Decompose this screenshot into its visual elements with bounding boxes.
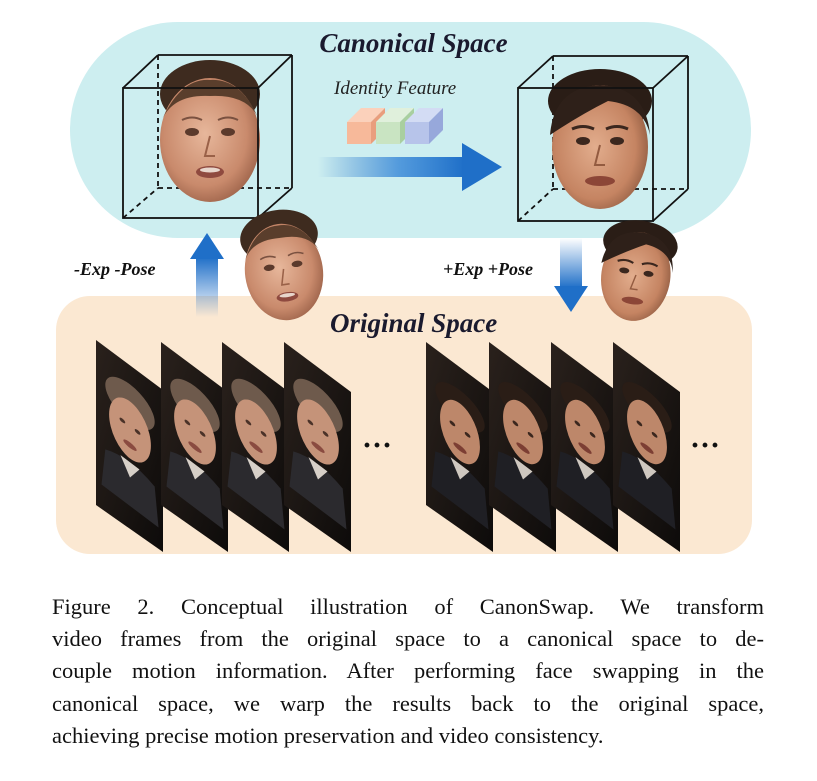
video-frame-icon	[96, 340, 163, 552]
source-frames-ellipsis: ···	[362, 429, 392, 462]
caption-line: achieving precise motion preservation an…	[52, 722, 604, 748]
swapped-frames-ellipsis: ···	[690, 429, 720, 462]
swapped-video-frames	[426, 342, 680, 552]
caption-line: canonical space, we warp the results bac…	[52, 690, 764, 716]
canonical-cube-frame	[122, 54, 293, 219]
video-frame-icon	[222, 342, 289, 552]
identity-feature-icon	[347, 108, 443, 144]
arrow-right-icon	[318, 143, 502, 191]
original-space-title: Original Space	[330, 308, 498, 338]
source-video-frames	[96, 340, 351, 552]
diagram-canvas: ··· ···	[56, 22, 752, 554]
video-frame-icon	[489, 342, 556, 552]
video-frame-icon	[613, 342, 680, 552]
caption-line: video frames from the original space to …	[52, 626, 764, 652]
figure-caption: Figure 2. Conceptual illustration of Can…	[52, 591, 764, 752]
arrow-up-icon	[190, 233, 224, 317]
inverse-transform-label: -Exp -Pose	[74, 259, 156, 279]
video-frame-icon	[284, 342, 351, 552]
arrow-down-icon	[554, 238, 588, 312]
identity-feature-label: Identity Feature	[334, 78, 457, 99]
forward-transform-label: +Exp +Pose	[443, 259, 534, 279]
video-frame-icon	[161, 342, 228, 552]
caption-line: couple motion information. After perform…	[52, 658, 764, 684]
source-face-canonical	[159, 59, 261, 203]
video-frame-icon	[426, 342, 493, 552]
canonical-cube-frame	[517, 55, 689, 222]
video-frame-icon	[551, 342, 618, 552]
caption-line: Figure 2. Conceptual illustration of Can…	[52, 594, 764, 619]
canonical-space-title: Canonical Space	[319, 28, 508, 58]
